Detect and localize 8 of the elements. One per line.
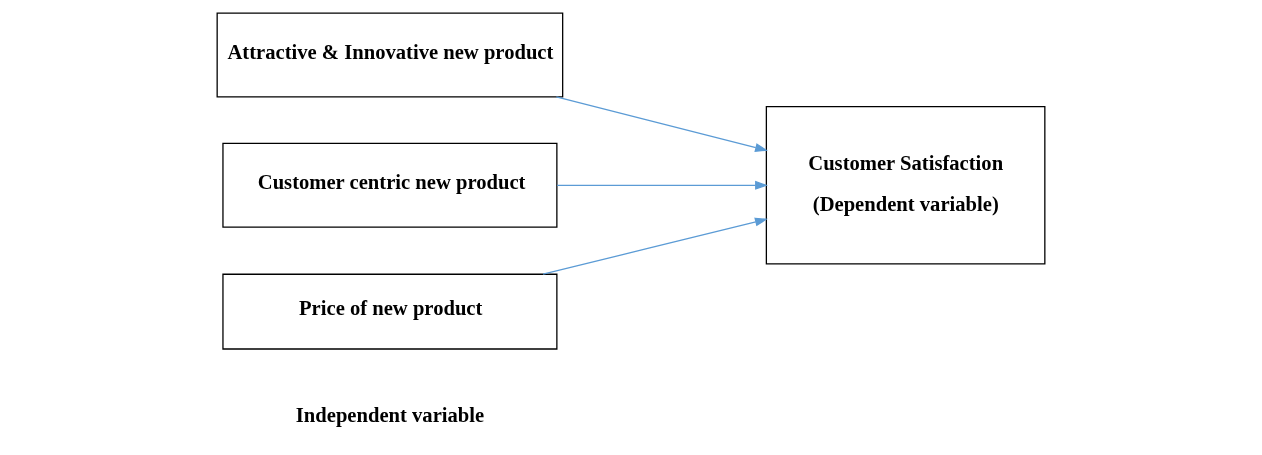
node-box: Attractive & Innovative new product <box>216 12 564 98</box>
node-box: Customer Satisfaction (Dependent variable) <box>765 106 1046 265</box>
node-box: Customer centric new product <box>222 142 558 228</box>
arrow <box>555 96 768 152</box>
label: Independent variable <box>295 404 485 427</box>
arrow <box>542 217 768 275</box>
node-box: Price of new product <box>222 273 558 350</box>
arrow <box>556 180 768 190</box>
